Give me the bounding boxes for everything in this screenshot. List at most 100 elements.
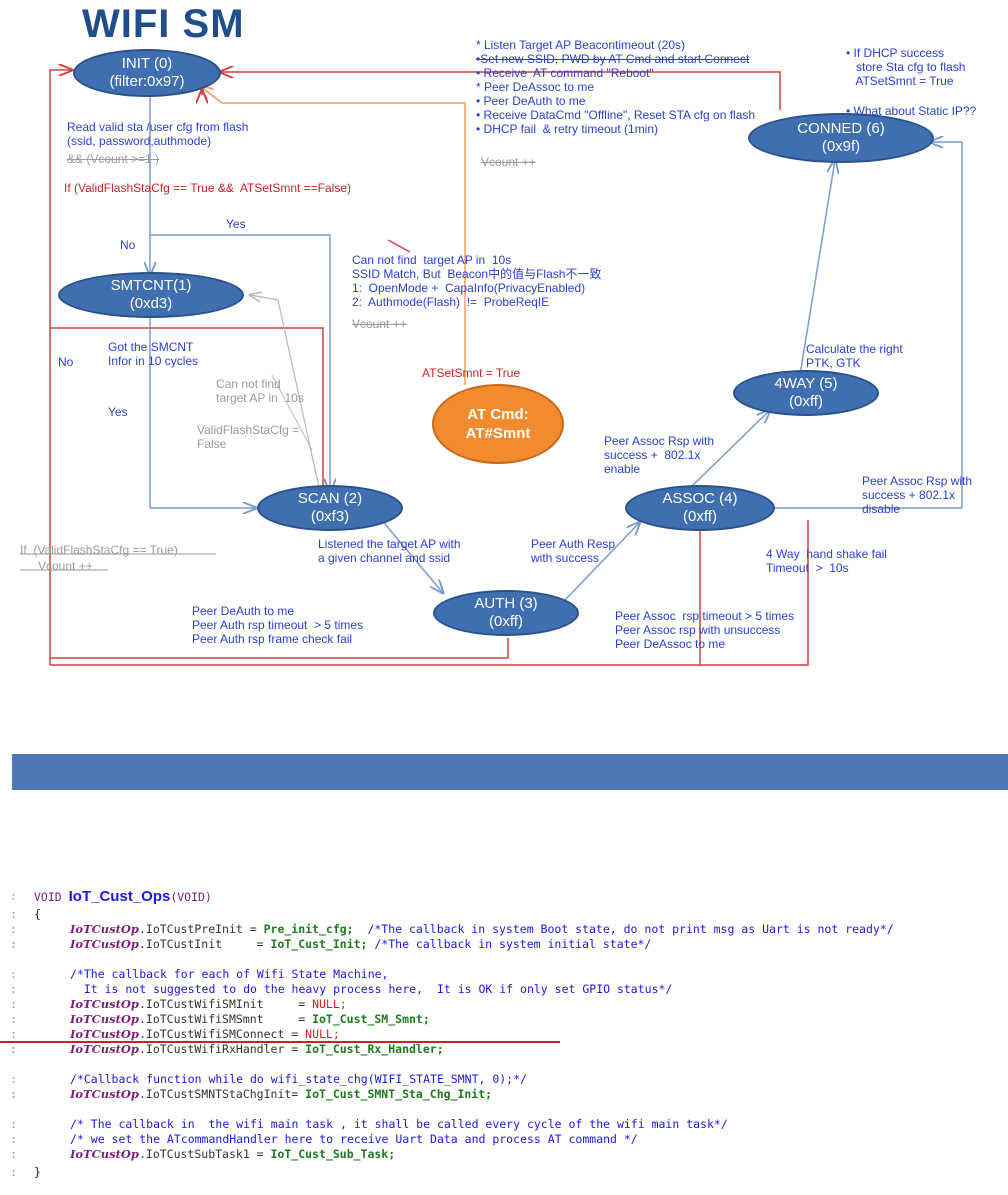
section-divider-bar: [12, 754, 1008, 790]
label-dhcp-success: • If DHCP success store Sta cfg to flash…: [846, 46, 966, 88]
code-object: IoTCustOp: [70, 997, 139, 1011]
code-keyword: VOID: [34, 890, 62, 904]
code-member: .IoTCustWifiRxHandler =: [138, 1042, 306, 1056]
code-line: :}: [10, 1165, 41, 1179]
code-object: IoTCustOp: [70, 937, 139, 951]
code-value: Pre_init_cfg;: [263, 922, 354, 936]
code-line: :IoTCustOp.IoTCustInit = IoT_Cust_Init; …: [10, 937, 652, 951]
label-init-exits: * Listen Target AP Beacontimeout (20s) •…: [476, 38, 755, 136]
code-line: :/*The callback for each of Wifi State M…: [10, 967, 389, 981]
code-function-name: IoT_Cust_Ops: [68, 888, 171, 905]
state-smtcnt-name: SMTCNT(1): [110, 277, 192, 294]
state-conned-code: (0x9f): [821, 138, 861, 155]
code-object: IoTCustOp: [70, 922, 139, 936]
label-got-smcnt: Got the SMCNT Infor in 10 cycles: [108, 340, 199, 368]
code-value: IoT_Cust_Sub_Task;: [270, 1147, 396, 1161]
label-yes-top: Yes: [226, 217, 246, 231]
code-member: .IoTCustWifiSMSmnt =: [138, 1012, 313, 1026]
state-conned-name: CONNED (6): [797, 120, 885, 137]
state-init: INIT (0) (filter:0x97): [73, 49, 221, 97]
code-object: IoTCustOp: [70, 1042, 139, 1056]
state-assoc-code: (0xff): [683, 508, 717, 525]
state-4way-name: 4WAY (5): [774, 375, 838, 392]
state-smtcnt-code: (0xd3): [129, 295, 173, 312]
code-object: IoTCustOp: [70, 1147, 139, 1161]
code-value: IoT_Cust_SMNT_Sta_Chg_Init;: [305, 1087, 493, 1101]
state-init-name: INIT (0): [121, 55, 173, 72]
code-object: IoTCustOp: [70, 1027, 139, 1041]
state-scan-name: SCAN (2): [297, 490, 363, 507]
code-line: :{: [10, 907, 41, 921]
state-scan: SCAN (2) (0xf3): [257, 485, 403, 531]
transition-lines: [20, 0, 963, 666]
code-member: .IoTCustPreInit =: [138, 922, 264, 936]
state-scan-code: (0xf3): [310, 508, 350, 525]
code-member: .IoTCustSMNTStaChgInit=: [138, 1087, 306, 1101]
code-comment: /*The callback in system Boot state, do …: [353, 922, 894, 936]
code-line: :IoTCustOp.IoTCustWifiRxHandler = IoT_Cu…: [10, 1042, 444, 1056]
code-comment: /*Callback function while do wifi_state_…: [70, 1072, 527, 1086]
code-value: NULL;: [312, 997, 347, 1011]
label-no-top: No: [120, 238, 136, 252]
label-no-left: No: [58, 355, 74, 369]
state-4way: 4WAY (5) (0xff): [733, 370, 879, 416]
label-auth-fail: Peer DeAuth to me Peer Auth rsp timeout …: [192, 604, 364, 646]
code-line: :IoTCustOp.IoTCustSMNTStaChgInit= IoT_Cu…: [10, 1087, 493, 1101]
label-peer-auth-success: Peer Auth Resp with success: [531, 537, 616, 565]
code-strike-line: [0, 1041, 560, 1043]
code-value: IoT_Cust_Init;: [270, 937, 368, 951]
code-line: :/* The callback in the wifi main task ,…: [10, 1117, 728, 1131]
label-if-valid-flash: If (ValidFlashStaCfg == True): [20, 543, 178, 557]
label-read-flash: Read valid sta /user cfg from flash (ssi…: [67, 120, 249, 148]
init-exit-item: • Receive AT command "Reboot": [476, 66, 654, 80]
code-comment: /* The callback in the wifi main task , …: [70, 1117, 728, 1131]
state-assoc: ASSOC (4) (0xff): [625, 485, 775, 531]
at-cmd-node: AT Cmd: AT#Smnt: [432, 384, 564, 464]
label-yes-mid: Yes: [108, 405, 128, 419]
code-value: NULL;: [305, 1027, 340, 1041]
code-arg: (VOID): [170, 890, 212, 904]
code-line: :/*Callback function while do wifi_state…: [10, 1072, 527, 1086]
code-comment: /*The callback in system initial state*/: [367, 937, 652, 951]
code-brace: }: [34, 1165, 41, 1179]
state-4way-code: (0xff): [789, 393, 823, 410]
label-valid-false: ValidFlashStaCfg = False: [197, 423, 300, 451]
label-valid-flash-cond: If (ValidFlashStaCfg == True && ATSetSmn…: [64, 181, 352, 195]
state-init-code: (filter:0x97): [109, 73, 185, 90]
label-cannot-find-scan: Can not find target AP in 10s: [216, 377, 304, 405]
label-vcount-pp-left: Vcount ++: [38, 559, 93, 573]
state-smtcnt: SMTCNT(1) (0xd3): [58, 272, 244, 318]
label-four-way-fail: 4 Way hand shake fail Timeout > 10s: [766, 547, 887, 575]
code-line: :IoTCustOp.IoTCustWifiSMSmnt = IoT_Cust_…: [10, 1012, 430, 1026]
init-exit-item: * Listen Target AP Beacontimeout (20s): [476, 38, 686, 52]
label-cannot-find-target: Can not find target AP in 10s SSID Match…: [352, 253, 602, 309]
code-line: :VOID IoT_Cust_Ops(VOID): [10, 888, 212, 905]
init-exit-item: •Set new SSID, PWD by AT Cmd and start C…: [476, 52, 750, 66]
at-cmd-line1: AT Cmd:: [467, 406, 529, 423]
code-member: .IoTCustWifiSMInit =: [138, 997, 313, 1011]
state-assoc-name: ASSOC (4): [662, 490, 738, 507]
code-brace: {: [34, 907, 41, 921]
wifi-state-machine-diagram: WIFI SM INIT (0) (filter:0x97) SMTCNT(1)…: [20, 0, 977, 666]
code-line: :IoTCustOp.IoTCustPreInit = Pre_init_cfg…: [10, 922, 894, 936]
code-line: :IoTCustOp.IoTCustWifiSMInit = NULL;: [10, 997, 347, 1011]
label-peer-assoc-disable: Peer Assoc Rsp with success + 802.1x dis…: [862, 474, 973, 516]
code-line: : It is not suggested to do the heavy pr…: [10, 982, 673, 996]
code-object: IoTCustOp: [70, 1087, 139, 1101]
label-peer-assoc-enable: Peer Assoc Rsp with success + 802.1x ena…: [604, 434, 715, 476]
code-listing: :VOID IoT_Cust_Ops(VOID) :{ :IoTCustOp.I…: [0, 868, 1008, 1179]
label-vcount-pp-mid: Vcount ++: [352, 317, 407, 331]
label-vcount-ge1: && (Vcount >=1 ): [67, 152, 160, 166]
diagram-title: WIFI SM: [82, 2, 245, 46]
label-static-ip: • What about Static IP??: [846, 104, 977, 118]
code-line: :IoTCustOp.IoTCustWifiSMConnect = NULL;: [10, 1027, 340, 1041]
code-comment: It is not suggested to do the heavy proc…: [70, 982, 673, 996]
init-exit-item: • DHCP fail & retry timeout (1min): [476, 122, 659, 136]
state-auth-code: (0xff): [489, 613, 523, 630]
at-cmd-line2: AT#Smnt: [465, 425, 531, 442]
state-conned: CONNED (6) (0x9f): [748, 113, 934, 163]
code-comment: /* we set the ATcommandHandler here to r…: [70, 1132, 638, 1146]
code-line: :/* we set the ATcommandHandler here to …: [10, 1132, 638, 1146]
label-at-set-smnt-true: ATSetSmnt = True: [422, 366, 521, 380]
state-auth-name: AUTH (3): [474, 595, 538, 612]
